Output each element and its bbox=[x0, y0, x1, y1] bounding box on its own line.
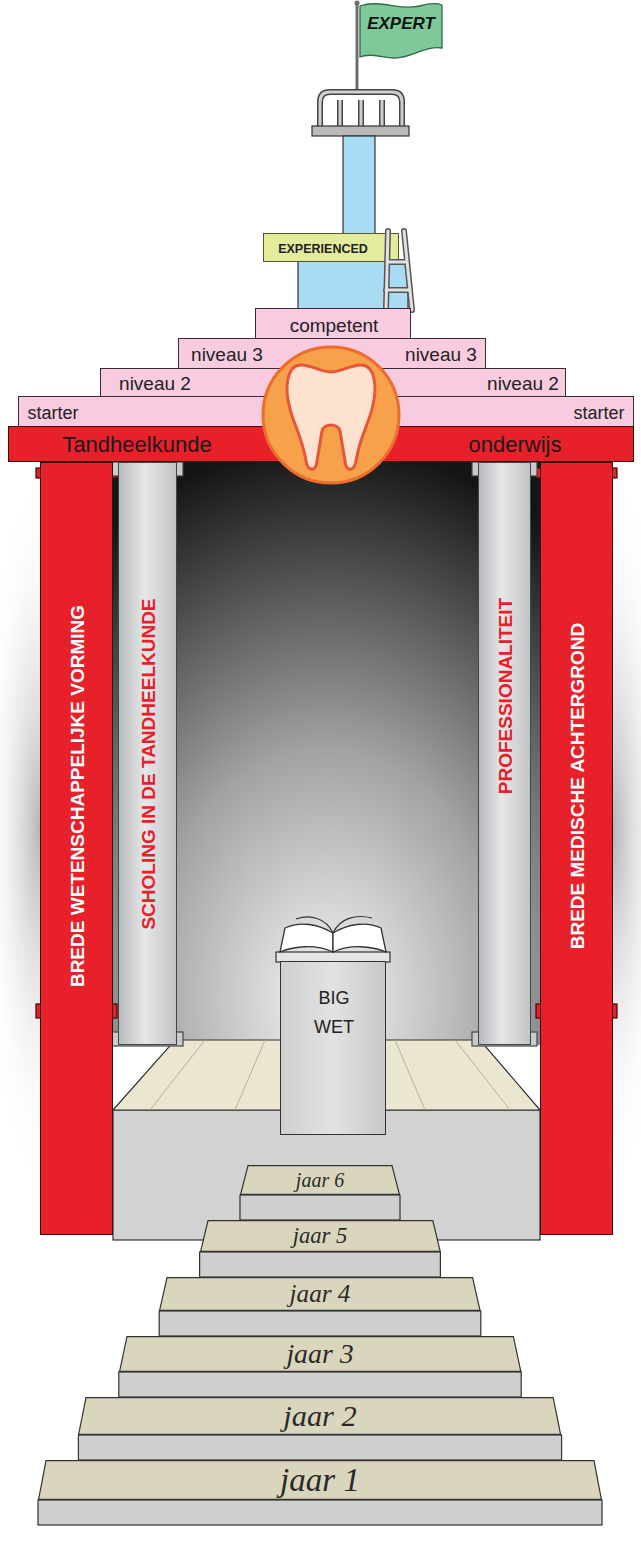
stair-riser bbox=[119, 1372, 521, 1397]
year-step: jaar 3 bbox=[119, 1336, 521, 1372]
year-label: jaar 2 bbox=[283, 1399, 356, 1434]
year-label: jaar 1 bbox=[280, 1462, 360, 1499]
experienced-plaque: EXPERIENCED bbox=[263, 233, 399, 262]
emblem-circle bbox=[263, 347, 399, 483]
ladder-outline bbox=[386, 231, 412, 310]
year-step: jaar 5 bbox=[200, 1220, 441, 1252]
expert-flag: EXPERT bbox=[359, 2, 443, 60]
chair-railing bbox=[320, 92, 402, 126]
level-label: niveau 3 bbox=[405, 344, 477, 366]
floor-line bbox=[455, 1040, 510, 1110]
step-tread-face bbox=[79, 1398, 561, 1435]
stair-riser bbox=[240, 1195, 400, 1220]
book-page bbox=[280, 924, 333, 952]
pillar: BREDE MEDISCHE ACHTERGROND bbox=[540, 462, 613, 1235]
level-label: niveau 2 bbox=[487, 373, 559, 395]
level-step: niveau 3 niveau 3 bbox=[178, 338, 486, 370]
law-label: BIG WET bbox=[305, 984, 363, 1042]
chair-platform bbox=[312, 126, 409, 136]
stair-riser bbox=[159, 1311, 481, 1336]
lectern: BIG WET bbox=[280, 961, 386, 1135]
tower-base bbox=[298, 261, 408, 310]
pillar-label: SCHOLING IN DE TANDHEELKUNDE bbox=[138, 598, 160, 929]
plaque-label: EXPERIENCED bbox=[278, 242, 368, 256]
flag-cloth bbox=[360, 4, 442, 58]
step-tread-face bbox=[200, 1221, 440, 1252]
stair-riser bbox=[200, 1252, 441, 1277]
pillar: BREDE WETENSCHAPPELIJKE VORMING bbox=[40, 462, 113, 1235]
level-step: niveau 2 niveau 2 bbox=[100, 368, 566, 398]
stair-riser bbox=[38, 1500, 602, 1525]
floor-line bbox=[395, 1040, 425, 1110]
flag-label: EXPERT bbox=[367, 14, 435, 34]
year-step: jaar 6 bbox=[240, 1165, 400, 1195]
step-tread-face bbox=[160, 1278, 480, 1311]
ladder-rail bbox=[386, 231, 412, 310]
level-label: starter bbox=[27, 403, 78, 424]
tooth-icon bbox=[287, 365, 375, 469]
floor-line bbox=[235, 1040, 265, 1110]
step-tread-face bbox=[241, 1166, 400, 1195]
level-step: competent bbox=[255, 308, 411, 342]
level-label: starter bbox=[573, 403, 624, 424]
year-step: jaar 1 bbox=[38, 1460, 602, 1500]
step-tread-face bbox=[39, 1461, 602, 1500]
hall-interior bbox=[113, 462, 540, 1045]
level-label: niveau 2 bbox=[119, 373, 191, 395]
pillar: PROFESSIONALITEIT bbox=[478, 462, 531, 1045]
year-label: jaar 5 bbox=[293, 1223, 348, 1249]
year-label: jaar 3 bbox=[286, 1338, 353, 1370]
education-beam: Tandheelkunde onderwijs bbox=[8, 426, 634, 462]
step-tread-face bbox=[119, 1337, 520, 1372]
floor-line bbox=[150, 1040, 205, 1110]
flag-pole bbox=[356, 2, 359, 94]
year-step: jaar 4 bbox=[159, 1277, 481, 1311]
beam-label: onderwijs bbox=[469, 432, 562, 458]
pillar-label: BREDE WETENSCHAPPELIJKE VORMING bbox=[67, 605, 89, 987]
level-label: niveau 3 bbox=[191, 344, 263, 366]
pillar: SCHOLING IN DE TANDHEELKUNDE bbox=[118, 462, 177, 1045]
level-label: competent bbox=[290, 315, 379, 337]
level-step: starter starter bbox=[18, 396, 634, 428]
year-label: jaar 6 bbox=[296, 1169, 344, 1192]
year-step: jaar 2 bbox=[78, 1397, 561, 1435]
year-label: jaar 4 bbox=[290, 1280, 351, 1308]
chair-railing bbox=[320, 92, 402, 126]
flag-pole-knob bbox=[355, 1, 360, 6]
pillar-label: PROFESSIONALITEIT bbox=[495, 598, 517, 794]
tower-column bbox=[343, 136, 375, 234]
stair-riser bbox=[78, 1435, 561, 1460]
pillar-label: BREDE MEDISCHE ACHTERGROND bbox=[567, 623, 589, 950]
book-page bbox=[333, 924, 386, 952]
book-page bbox=[296, 917, 372, 933]
beam-label: Tandheelkunde bbox=[62, 432, 211, 458]
ladder bbox=[375, 225, 420, 317]
